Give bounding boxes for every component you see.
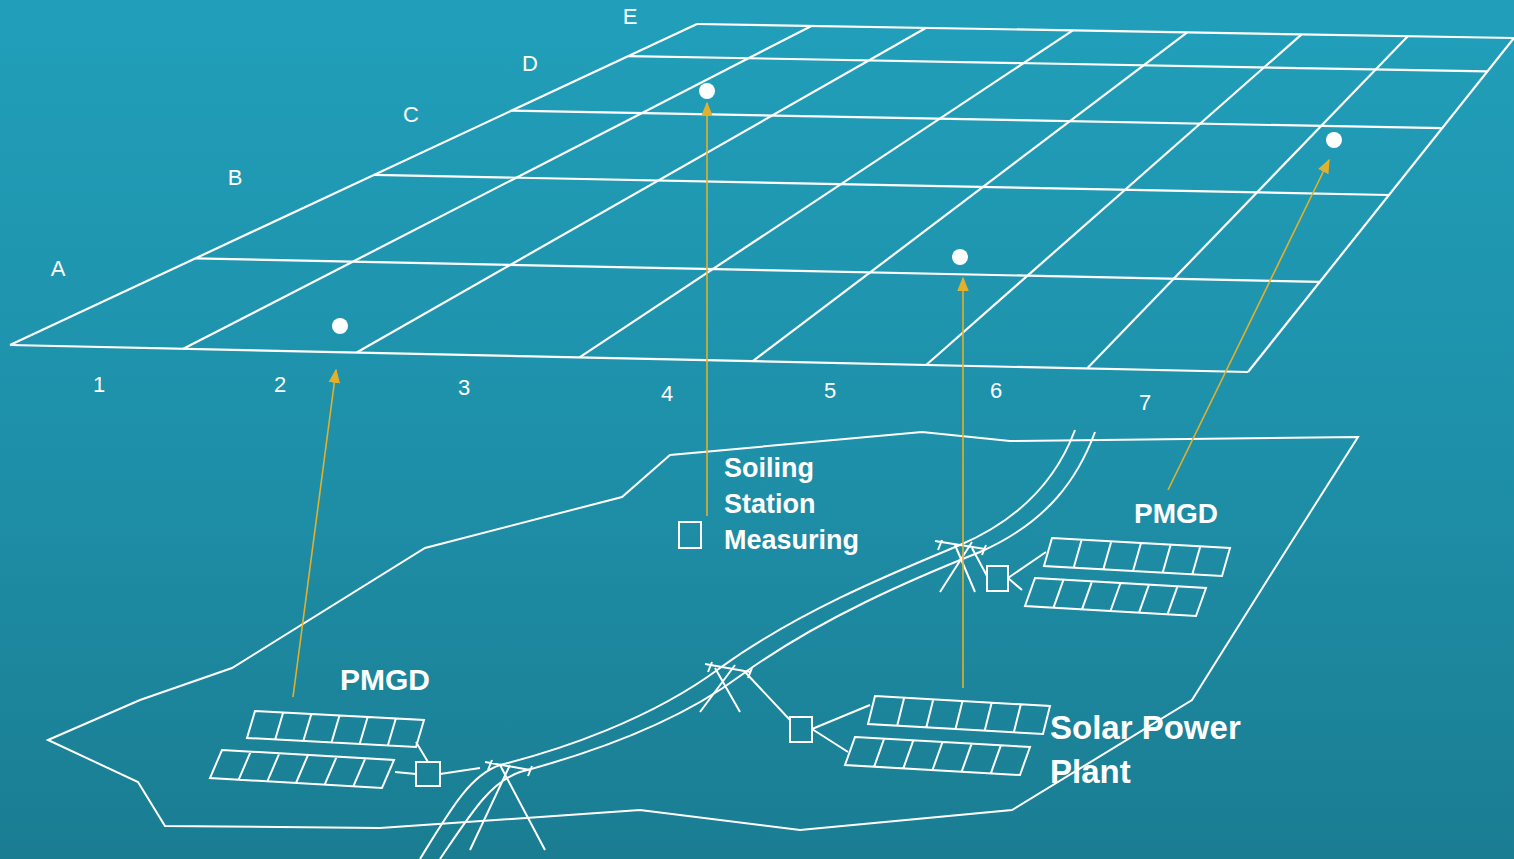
grid-line	[195, 258, 1319, 281]
grid-line	[10, 24, 697, 345]
terrain-outline	[48, 432, 1358, 830]
site-label: PMGD	[340, 663, 430, 698]
grid	[10, 24, 1514, 372]
column-number: 1	[93, 372, 105, 397]
site-label: Solar Power Plant	[1050, 706, 1255, 794]
site-label: PMGD	[1134, 498, 1218, 530]
grid-line	[10, 345, 1248, 372]
transmission-line	[420, 430, 1095, 859]
station-box	[416, 522, 1008, 786]
grid-line	[628, 56, 1487, 71]
row-letter: D	[522, 51, 538, 76]
grid-line	[697, 24, 1514, 38]
pylon	[470, 540, 986, 850]
solar-panels	[210, 538, 1230, 788]
column-number: 3	[458, 375, 470, 400]
grid-line	[357, 28, 926, 353]
cable	[395, 548, 1046, 774]
grid-line	[512, 111, 1443, 129]
panel-row	[210, 750, 394, 788]
row-letter: B	[228, 165, 243, 190]
grid-line	[374, 175, 1389, 195]
grid-line	[183, 26, 811, 349]
row-letter: E	[623, 4, 638, 29]
panel-row	[1044, 538, 1230, 576]
leader-arrow	[293, 103, 1329, 697]
site-dot	[332, 83, 1342, 334]
column-number: 7	[1139, 390, 1151, 415]
grid-line	[579, 30, 1072, 357]
grid-line	[753, 32, 1187, 361]
row-letter: A	[51, 256, 66, 281]
column-number: 2	[274, 372, 286, 397]
panel-row	[247, 711, 424, 747]
panel-row	[1025, 578, 1206, 616]
grid-line	[1087, 36, 1408, 368]
row-letter: C	[403, 102, 419, 127]
column-number: 5	[824, 378, 836, 403]
column-number: 6	[990, 378, 1002, 403]
station-label: Soiling Station Measuring	[724, 450, 899, 558]
grid-line	[1248, 38, 1514, 372]
column-number: 4	[661, 381, 673, 406]
panel-row	[868, 696, 1050, 734]
panel-row	[845, 737, 1030, 775]
grid-line	[926, 34, 1301, 365]
